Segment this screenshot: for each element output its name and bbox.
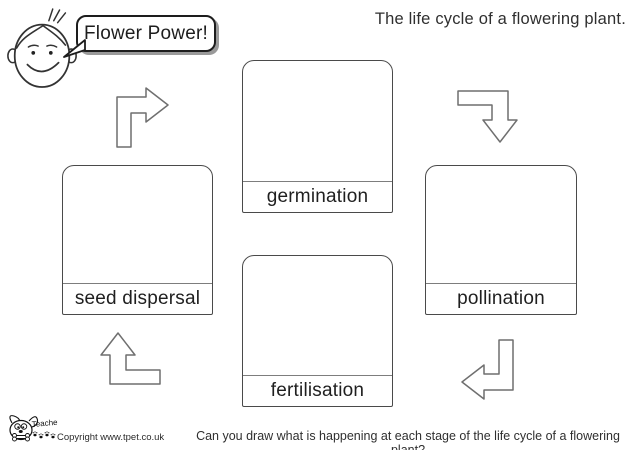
- stage-label-seed-dispersal: seed dispersal: [63, 283, 212, 314]
- copyright-text: Copyright www.tpet.co.uk: [57, 432, 165, 443]
- stage-label-pollination: pollination: [426, 283, 576, 314]
- stage-label-germination: germination: [243, 181, 392, 212]
- stage-label-fertilisation: fertilisation: [243, 375, 392, 406]
- stage-box-germination: germination: [242, 60, 393, 213]
- drawing-area-germination: [243, 61, 392, 181]
- bubble-label: Flower Power!: [83, 22, 209, 44]
- stage-box-pollination: pollination: [425, 165, 577, 315]
- logo-brand-text: Teachers: [31, 417, 58, 429]
- arrow-up-right-icon: [108, 85, 172, 154]
- stage-box-seed-dispersal: seed dispersal: [62, 165, 213, 315]
- drawing-area-fertilisation: [243, 256, 392, 375]
- boy-face-icon: [4, 4, 82, 99]
- arrow-right-down-icon: [456, 82, 520, 151]
- footer-question: Can you draw what is happening at each s…: [196, 429, 620, 450]
- arrow-left-up-icon: [98, 329, 162, 398]
- page-title: The life cycle of a flowering plant.: [374, 10, 626, 28]
- paw-prints-icon: [32, 431, 56, 439]
- stage-box-fertilisation: fertilisation: [242, 255, 393, 407]
- drawing-area-pollination: [426, 166, 576, 283]
- arrow-down-left-icon: [458, 338, 522, 407]
- teachers-pet-logo: Teachers: [6, 409, 65, 450]
- speech-bubble: Flower Power!: [63, 15, 216, 58]
- drawing-area-seed-dispersal: [63, 166, 212, 283]
- speech-bubble-tail-icon: [63, 38, 87, 66]
